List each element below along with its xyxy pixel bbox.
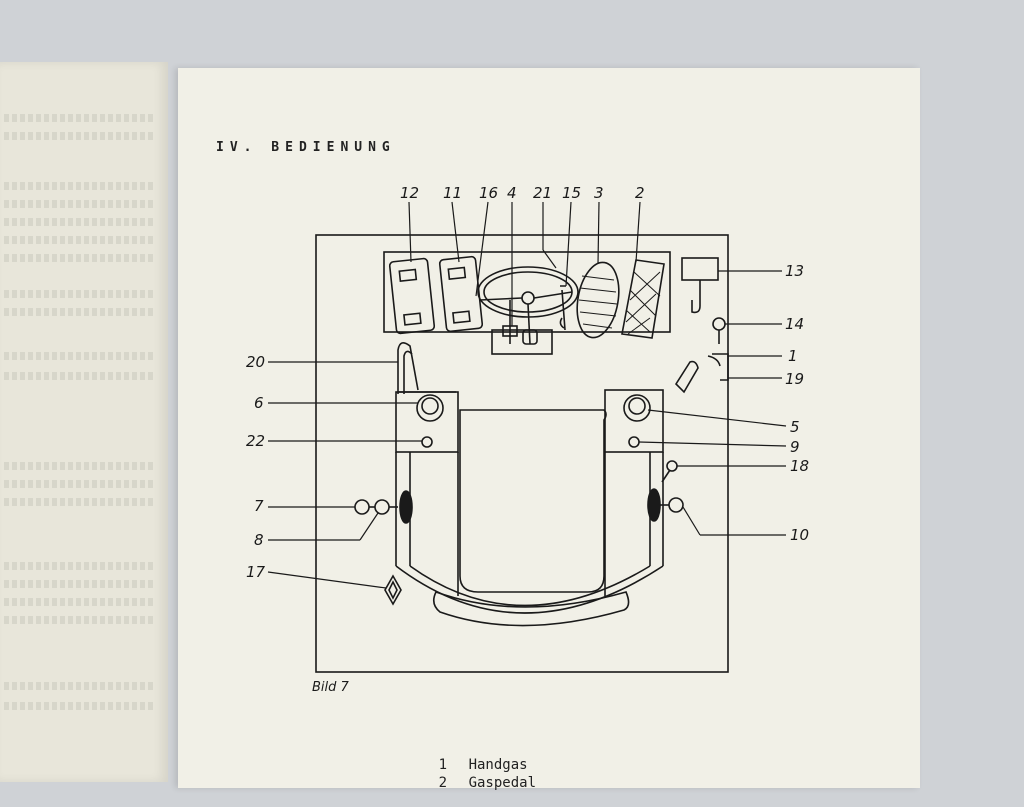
callout-1: 1 — [788, 347, 798, 365]
callout-7: 7 — [254, 497, 264, 515]
callout-8: 8 — [254, 531, 264, 549]
pedal-2 — [621, 259, 665, 339]
seat — [459, 409, 607, 593]
fuse-box — [681, 257, 719, 281]
armrest — [432, 591, 630, 627]
lever-7 — [354, 499, 370, 515]
left-console — [395, 391, 459, 453]
hand-throttle — [674, 360, 699, 394]
ignition-6 — [416, 394, 444, 422]
callout-19: 19 — [785, 370, 805, 388]
lever-10 — [668, 497, 684, 513]
callout-16: 16 — [479, 184, 499, 202]
callout-4: 4 — [507, 184, 517, 202]
button-9 — [628, 436, 640, 448]
legend-text: Handgas — [468, 757, 528, 773]
pedal-11 — [438, 255, 484, 333]
callout-5: 5 — [790, 418, 800, 436]
callout-14: 14 — [785, 315, 805, 333]
legend-number: 1 — [438, 757, 448, 773]
callout-15: 15 — [562, 184, 582, 202]
callout-10: 10 — [790, 526, 810, 544]
callout-9: 9 — [790, 438, 800, 456]
lever-8 — [374, 499, 390, 515]
right-console — [604, 389, 664, 453]
diagram-frame — [315, 234, 729, 673]
callout-17: 17 — [246, 563, 266, 581]
legend-number: 2 — [438, 775, 448, 791]
section-title: IV. BEDIENUNG — [216, 140, 396, 155]
callout-21: 21 — [533, 184, 553, 202]
callout-6: 6 — [254, 394, 264, 412]
callout-2: 2 — [635, 184, 645, 202]
callout-12: 12 — [400, 184, 420, 202]
button-22 — [421, 436, 433, 448]
pedal-3 — [576, 261, 620, 339]
controls-diagram — [267, 201, 787, 673]
callout-20: 20 — [246, 353, 266, 371]
knob-5 — [623, 394, 651, 422]
pedal-panel — [383, 251, 671, 333]
marker-17 — [384, 574, 402, 606]
leader-lines — [267, 201, 787, 589]
lever-18 — [666, 460, 678, 472]
callout-11: 11 — [443, 184, 463, 202]
callout-22: 22 — [246, 432, 266, 450]
pedal-12 — [388, 257, 436, 335]
callout-18: 18 — [790, 457, 810, 475]
steering-column-base — [491, 329, 553, 355]
legend-text: Gaspedal — [468, 775, 537, 791]
manual-page — [178, 68, 920, 788]
photo-scene: IV. BEDIENUNG — [0, 62, 920, 791]
legend-item: 1 Handgas — [388, 741, 536, 773]
callout-13: 13 — [785, 262, 805, 280]
lever-20 — [397, 342, 419, 394]
left-page — [0, 62, 168, 782]
figure-caption: Bild 7 — [312, 680, 349, 695]
legend-list: 1 Handgas 2 Gaspedal — [388, 741, 536, 791]
callout-3: 3 — [594, 184, 604, 202]
